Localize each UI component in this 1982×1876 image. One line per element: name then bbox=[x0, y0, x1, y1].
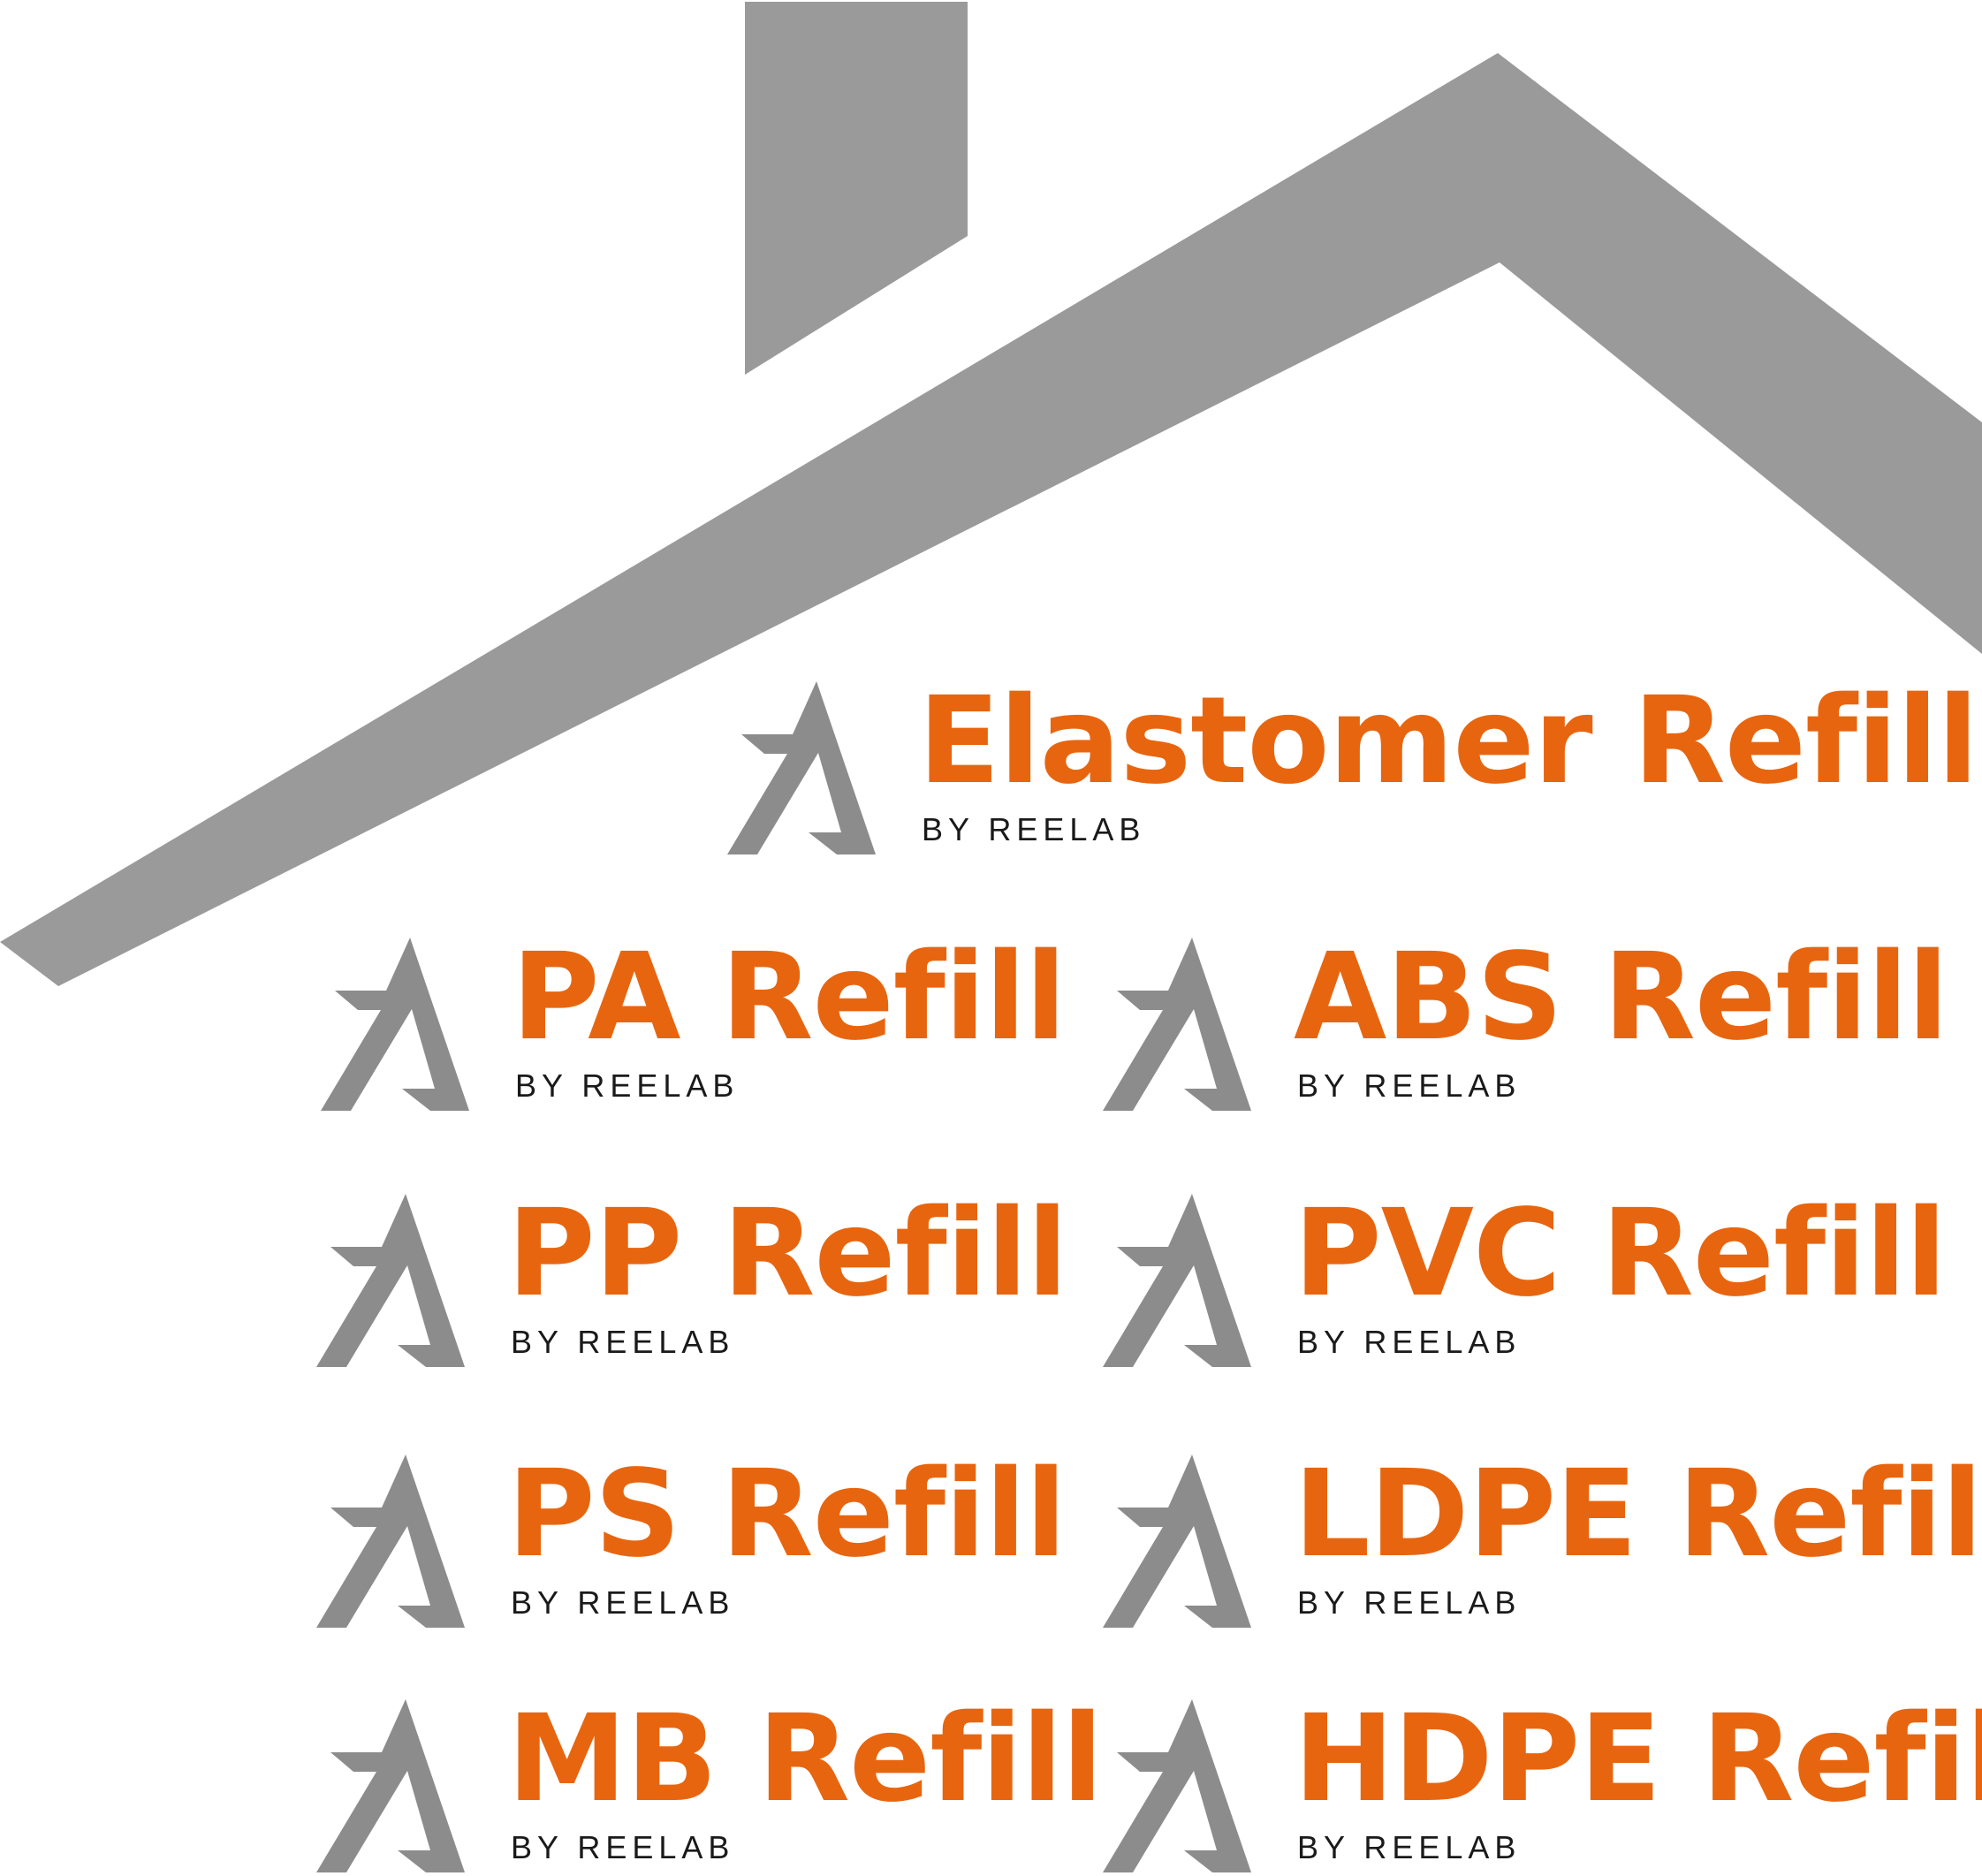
product-byline: BY REELAB bbox=[1297, 1584, 1522, 1621]
product-byline: BY REELAB bbox=[515, 1067, 740, 1104]
product-byline: BY REELAB bbox=[922, 811, 1146, 847]
product-name: ABS Refill bbox=[1294, 928, 1948, 1067]
product-byline: BY REELAB bbox=[1297, 1067, 1522, 1104]
reelab-a-mark-icon bbox=[316, 1454, 465, 1628]
reelab-a-mark-icon bbox=[316, 1194, 465, 1367]
product-name: MB Refill bbox=[507, 1690, 1103, 1829]
product-byline: BY REELAB bbox=[1297, 1829, 1522, 1865]
product-byline: BY REELAB bbox=[511, 1829, 735, 1865]
chimney bbox=[745, 2, 968, 375]
product-byline: BY REELAB bbox=[511, 1584, 735, 1621]
reelab-a-mark-icon bbox=[1103, 1454, 1251, 1628]
product-name: PA Refill bbox=[512, 928, 1067, 1067]
roof-outline bbox=[0, 53, 1982, 986]
product-byline: BY REELAB bbox=[511, 1324, 735, 1360]
product-name: PVC Refill bbox=[1294, 1184, 1947, 1324]
reelab-a-mark-icon bbox=[1103, 1194, 1251, 1367]
reelab-a-mark-icon bbox=[316, 1699, 465, 1872]
reelab-a-mark-icon bbox=[321, 938, 469, 1111]
product-name: PP Refill bbox=[507, 1184, 1068, 1324]
product-name: HDPE Refill bbox=[1294, 1690, 1982, 1829]
reelab-a-mark-icon bbox=[727, 681, 876, 854]
product-name: Elastomer Refill bbox=[918, 672, 1978, 811]
product-byline: BY REELAB bbox=[1297, 1324, 1522, 1360]
product-name: PS Refill bbox=[507, 1445, 1067, 1584]
product-name: LDPE Refill bbox=[1294, 1445, 1982, 1584]
reelab-a-mark-icon bbox=[1103, 1699, 1251, 1872]
reelab-a-mark-icon bbox=[1103, 938, 1251, 1111]
